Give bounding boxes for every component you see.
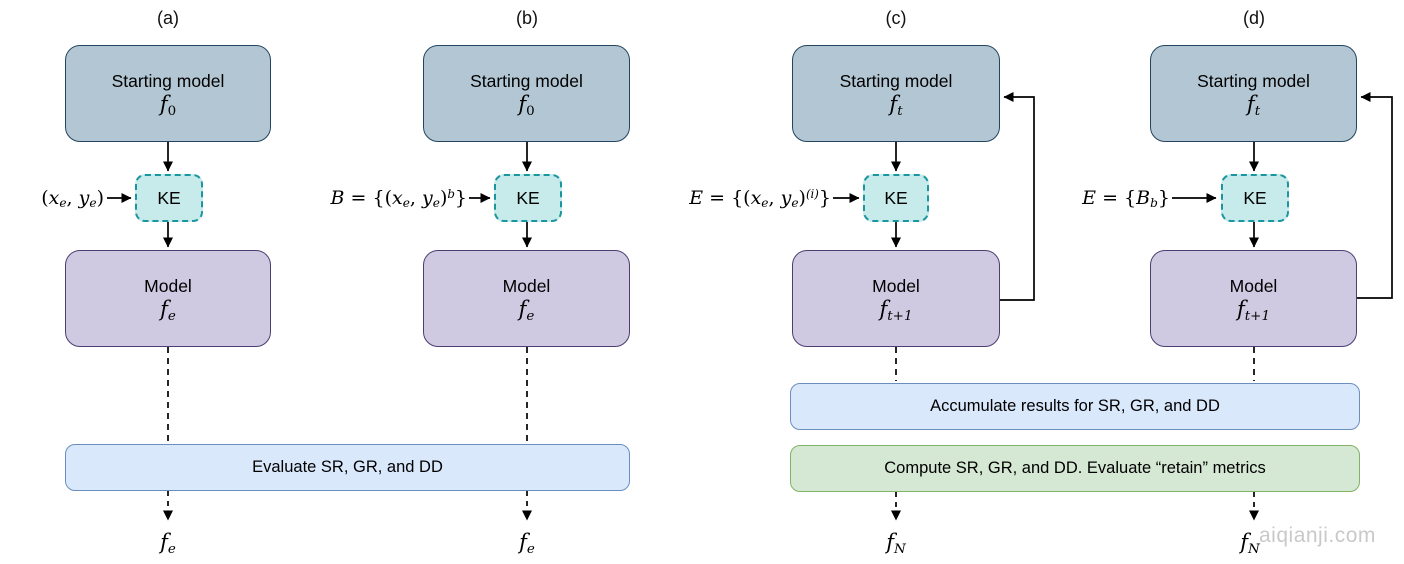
model-box-a: Model fe — [65, 250, 271, 347]
model-math-b: fe — [518, 297, 535, 324]
model-math-c: ft+1 — [879, 297, 913, 324]
input-formula-c: E = {(xe, ye)(i)} — [689, 187, 831, 211]
starting-model-box-c: Starting model ft — [792, 45, 1000, 142]
input-formula-a: (xe, ye) — [41, 187, 104, 211]
starting-model-box-d: Starting model ft — [1150, 45, 1357, 142]
model-title-b: Model — [502, 275, 551, 296]
starting-model-box-b: Starting model f0 — [423, 45, 630, 142]
ke-box-b: KE — [494, 174, 562, 222]
panel-label-a: (a) — [157, 8, 179, 28]
panel-label-d: (d) — [1243, 8, 1265, 28]
panel-label-c: (c) — [885, 8, 907, 28]
watermark: aiqianji.com — [1259, 524, 1376, 547]
starting-model-box-a: Starting model f0 — [65, 45, 271, 142]
ke-box-c: KE — [863, 174, 929, 222]
panel-label-b: (b) — [516, 8, 538, 28]
starting-model-math-a: f0 — [159, 92, 177, 119]
ke-box-a: KE — [135, 174, 203, 222]
output-model-label-c: fN — [886, 530, 906, 557]
starting-model-title-a: Starting model — [111, 70, 225, 91]
starting-model-title-b: Starting model — [470, 70, 583, 91]
evaluate-bar: Evaluate SR, GR, and DD — [65, 444, 630, 491]
model-box-c: Model ft+1 — [792, 250, 1000, 347]
model-title-d: Model — [1229, 275, 1278, 296]
starting-model-title-d: Starting model — [1197, 70, 1310, 91]
output-model-label-d: fN — [1240, 530, 1260, 557]
model-title-c: Model — [872, 275, 920, 296]
model-math-d: ft+1 — [1237, 297, 1270, 324]
compute-bar: Compute SR, GR, and DD. Evaluate “retain… — [790, 445, 1360, 492]
output-model-label-b: fe — [519, 530, 535, 557]
model-box-b: Model fe — [423, 250, 630, 347]
starting-model-math-b: f0 — [518, 92, 535, 119]
starting-model-math-c: ft — [889, 92, 903, 119]
feedback-arrow-d-model-to-start — [1357, 92, 1393, 299]
input-formula-b: B = {(xe, ye)b} — [330, 187, 467, 211]
feedback-arrow-c-model-to-start — [1000, 92, 1035, 301]
output-model-label-a: fe — [160, 530, 176, 557]
ke-box-d: KE — [1221, 174, 1289, 222]
accumulate-bar: Accumulate results for SR, GR, and DD — [790, 383, 1360, 430]
input-formula-d: E = {Bb} — [1082, 187, 1170, 211]
model-box-d: Model ft+1 — [1150, 250, 1357, 347]
model-title-a: Model — [144, 275, 192, 296]
model-math-a: fe — [160, 297, 176, 324]
starting-model-math-d: ft — [1246, 92, 1261, 119]
starting-model-title-c: Starting model — [839, 70, 953, 91]
